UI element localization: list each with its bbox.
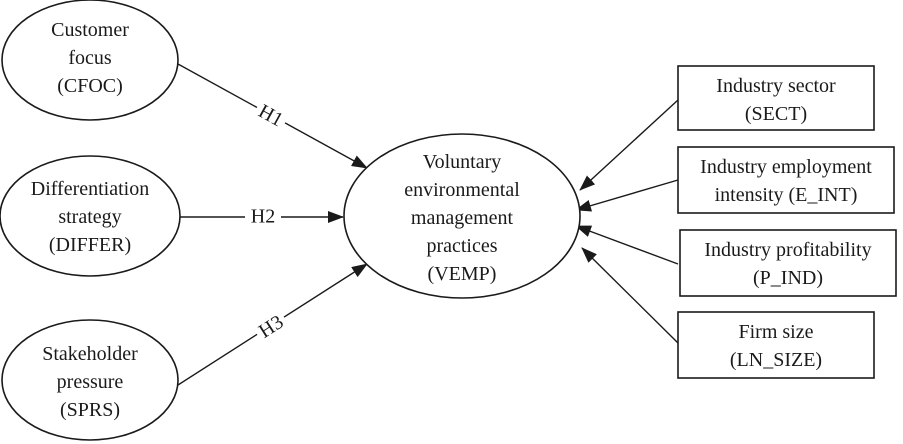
node-industry-employment-intensity: Industry employment intensity (E_INT): [677, 146, 895, 214]
node-label-line: Industry sector: [716, 75, 836, 97]
node-label-line: (DIFFER): [49, 234, 131, 256]
node-label-line: practices: [426, 235, 497, 257]
node-customer-focus: Customer focus (CFOC): [1, 0, 179, 121]
node-label-line: Firm size: [739, 321, 814, 343]
e-int-arrow: [575, 179, 679, 212]
node-label-line: (SPRS): [60, 399, 120, 421]
node-label-line: Stakeholder: [42, 343, 138, 365]
h2-label: H2: [251, 206, 275, 228]
node-firm-size: Firm size (LN_SIZE): [677, 311, 875, 379]
node-differentiation-strategy: Differentiation strategy (DIFFER): [0, 155, 181, 277]
node-label-line: Customer: [51, 19, 129, 41]
node-label-line: (P_IND): [753, 267, 823, 289]
node-stakeholder-pressure: Stakeholder pressure (SPRS): [1, 319, 179, 441]
node-vemp: Voluntary environmental management pract…: [343, 133, 581, 299]
node-label-line: environmental: [404, 179, 520, 201]
node-label-line: Differentiation: [31, 178, 149, 200]
node-label-line: Industry profitability: [704, 239, 871, 261]
sect-arrow: [579, 99, 679, 191]
node-label-line: strategy: [58, 206, 121, 228]
node-label-line: management: [411, 207, 514, 229]
node-label-line: Industry employment: [700, 156, 872, 178]
p-ind-arrow: [575, 225, 679, 265]
node-label-line: focus: [68, 47, 112, 69]
node-label-line: (CFOC): [57, 75, 123, 97]
node-label-line: Voluntary: [423, 151, 502, 173]
node-label-line: (LN_SIZE): [730, 349, 822, 371]
node-label-line: (VEMP): [428, 263, 497, 285]
node-label-line: intensity (E_INT): [715, 184, 858, 206]
node-label-line: pressure: [57, 371, 124, 393]
ln-size-arrow: [581, 247, 679, 344]
node-label-line: (SECT): [745, 103, 807, 125]
node-industry-profitability: Industry profitability (P_IND): [679, 229, 897, 297]
node-industry-sector: Industry sector (SECT): [677, 65, 875, 131]
